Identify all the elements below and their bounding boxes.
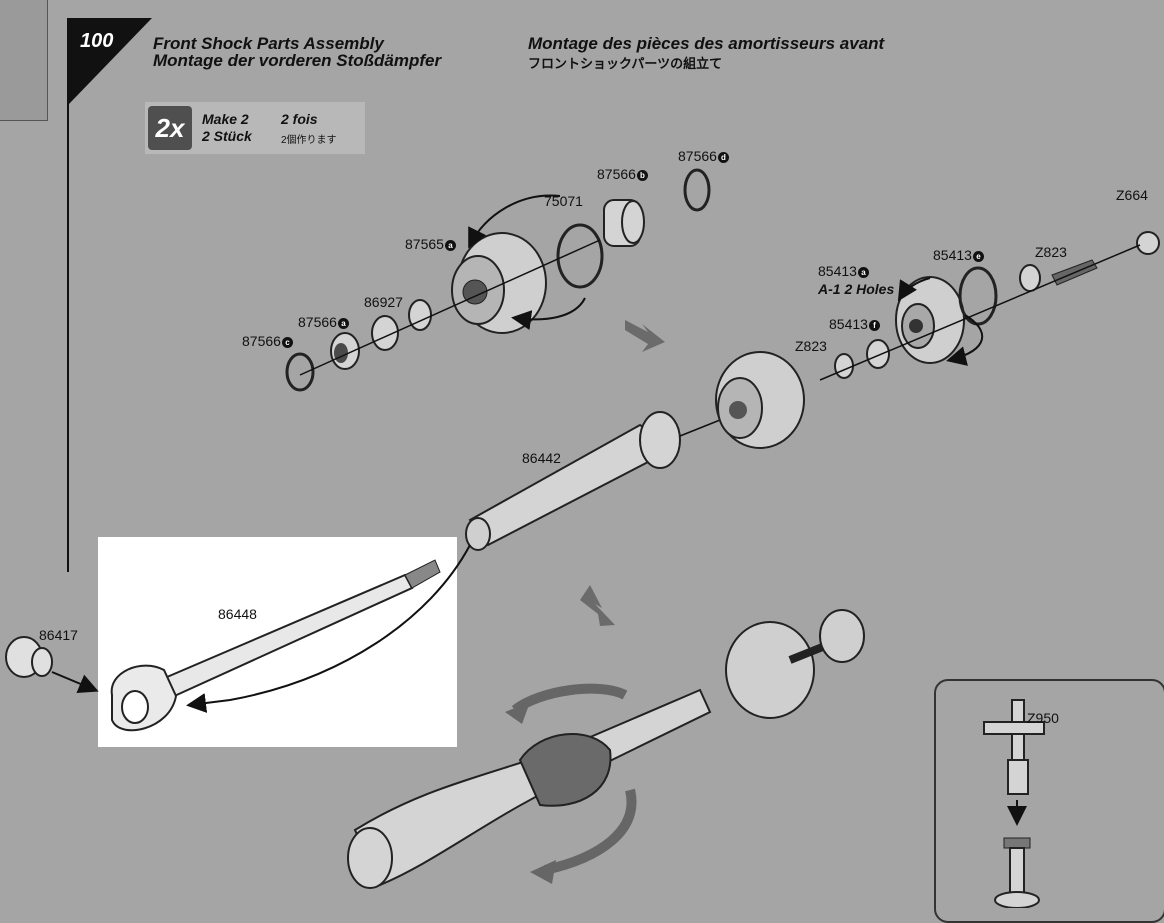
step-number: 100: [80, 30, 114, 52]
washer-86927: [408, 299, 432, 331]
label-Z664: Z664: [1116, 187, 1148, 203]
assembled-view: [347, 609, 865, 889]
title-de: Montage der vorderen Stoßdämpfer: [153, 51, 442, 70]
rotate-arrow-top: [511, 683, 628, 715]
label-86442: 86442: [522, 450, 561, 466]
label-86448: 86448: [218, 606, 257, 622]
washer-Z823: [834, 353, 854, 379]
rotate-arrow-bottom: [543, 788, 637, 875]
tool-Z950: [983, 699, 1045, 908]
quantity-de: 2 Stück: [202, 128, 252, 144]
bushing-87566a: [371, 315, 399, 351]
quantity-fr: 2 fois: [281, 111, 318, 127]
label-75071: 75071: [544, 193, 583, 209]
quantity-big: 2x: [148, 106, 192, 150]
direction-arrow-1: [625, 320, 665, 352]
clip-87566d: [683, 168, 711, 212]
label-85413a-note: A-1 2 Holes: [818, 281, 895, 297]
label-Z823-top: Z823: [1035, 244, 1067, 260]
label-86927: 86927: [364, 294, 403, 310]
clip-87566c: [285, 352, 315, 392]
o-ring-75071: [556, 223, 604, 289]
label-Z823-mid: Z823: [795, 338, 827, 354]
quantity-jp: 2個作ります: [281, 135, 337, 146]
title-fr: Montage des pièces des amortisseurs avan…: [528, 34, 885, 53]
upper-piston-group: [285, 168, 711, 392]
quantity-badge: 2x Make 2 2 fois 2 Stück 2個作ります: [145, 102, 365, 154]
nut-Z664: [1136, 231, 1160, 255]
spacer-85413f: [866, 339, 890, 369]
step-corner: [68, 18, 152, 105]
ball-86417: [5, 636, 99, 694]
quantity-en: Make 2: [202, 111, 249, 127]
label-86417: 86417: [39, 627, 78, 643]
title-jp: フロントショックパーツの組立て: [528, 56, 723, 71]
upper-cap-group: [819, 231, 1160, 381]
o-ring-85413e: [958, 266, 998, 326]
side-tab: [0, 0, 48, 121]
direction-arrow-2: [580, 585, 615, 626]
shock-cylinder-group: [465, 351, 805, 551]
rod-86448: [110, 544, 471, 732]
title-en: Front Shock Parts Assembly: [153, 34, 384, 53]
label-Z950: Z950: [1027, 710, 1059, 726]
